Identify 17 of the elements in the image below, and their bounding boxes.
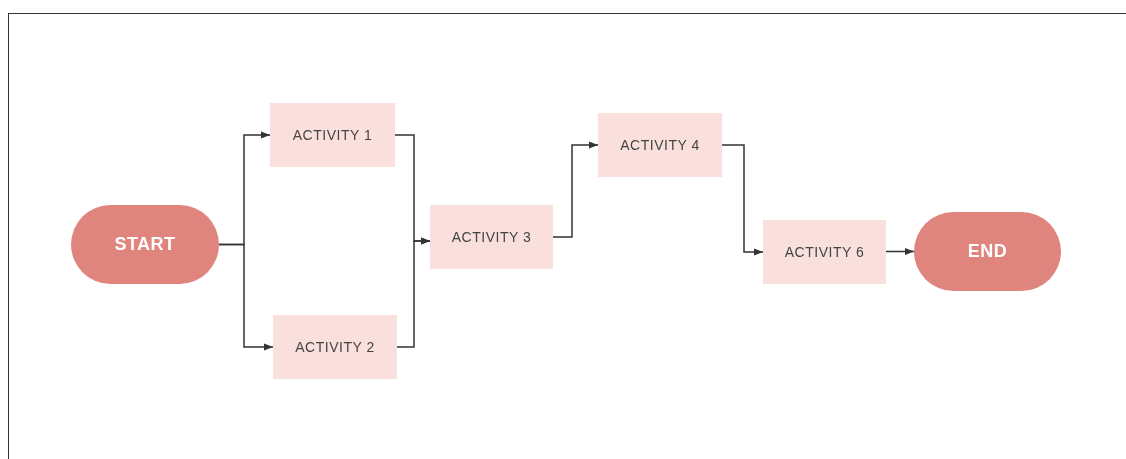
arrow: [885, 247, 915, 256]
node-label: END: [967, 241, 1008, 262]
node-label: ACTIVITY 4: [620, 137, 700, 153]
node-label: ACTIVITY 2: [295, 339, 375, 355]
node-label: ACTIVITY 6: [784, 244, 865, 260]
arrow: [721, 144, 764, 256]
node-label: START: [114, 234, 176, 255]
arrow: [396, 237, 431, 348]
arrow: [218, 243, 274, 351]
arrow: [552, 141, 599, 238]
activity-box: [273, 315, 397, 379]
node-label: ACTIVITY 3: [451, 229, 532, 245]
activity-box: [763, 220, 886, 284]
activity-box: [598, 113, 722, 177]
activity-box: [430, 205, 553, 269]
node-label: ACTIVITY 1: [292, 127, 373, 143]
activity-box: [270, 103, 395, 167]
